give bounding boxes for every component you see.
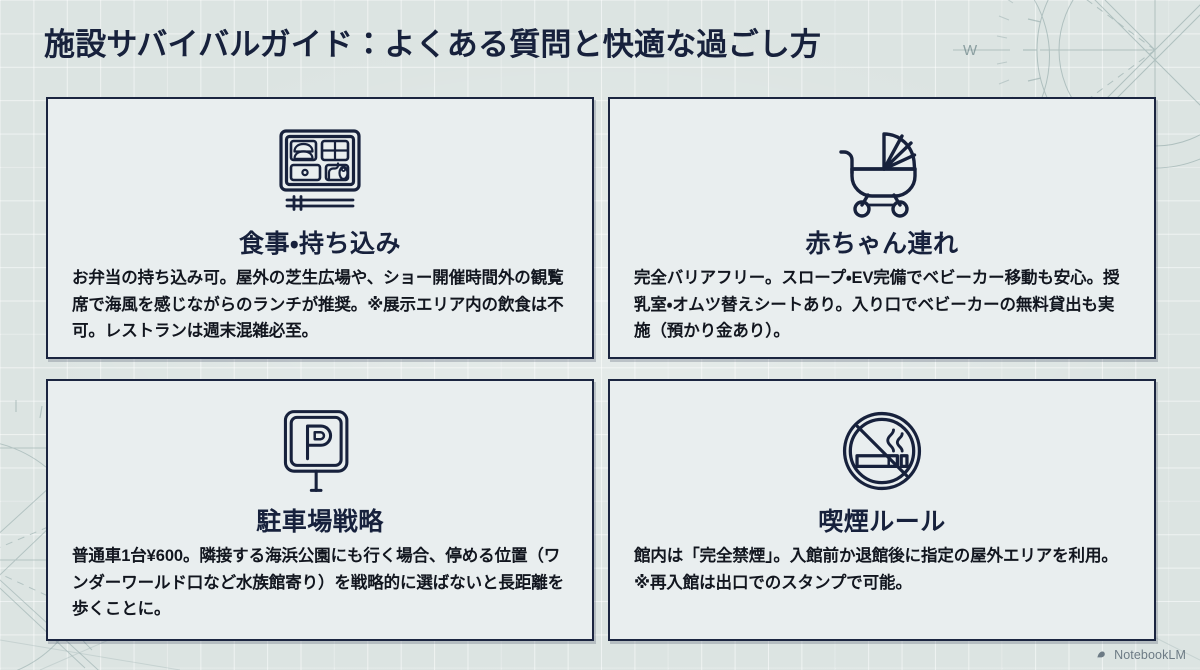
card-title: 喫煙ルール: [818, 508, 946, 536]
card-body: 普通車1台¥600。隣接する海浜公園にも行く場合、停める位置（ワンダーワールド口…: [72, 547, 565, 619]
baby-stroller-icon: [832, 119, 932, 223]
bento-box-icon: [270, 119, 370, 223]
card-title: 駐車場戦略: [256, 508, 384, 536]
watermark-label: NotebookLM: [1114, 648, 1186, 662]
no-smoking-icon: [834, 401, 930, 501]
card-body: お弁当の持ち込み可。屋外の芝生広場や、ショー開催時間外の観覧席で海風を感じながら…: [72, 269, 564, 341]
card-title: 食事・持ち込み: [238, 230, 401, 258]
svg-text:W: W: [963, 42, 978, 59]
notebooklm-watermark: NotebookLM: [1095, 648, 1186, 662]
page-title: 施設サバイバルガイド：よくある質問と快適な過ごし方: [44, 27, 822, 62]
card-smoking-rules[interactable]: 喫煙ルール 館内は「完全禁煙」。入館前か退館後に指定の屋外エリアを利用。※再入館…: [608, 379, 1156, 641]
card-with-baby[interactable]: 赤ちゃん連れ 完全バリアフリー。スロープ・EV完備でベビーカー移動も安心。授乳室…: [608, 97, 1156, 359]
card-body: 完全バリアフリー。スロープ・EV完備でベビーカー移動も安心。授乳室・オムツ替えシ…: [634, 269, 1120, 341]
notebooklm-logo-icon: [1095, 648, 1109, 662]
card-meals-bringing-food[interactable]: 食事・持ち込み お弁当の持ち込み可。屋外の芝生広場や、ショー開催時間外の観覧席で…: [46, 97, 594, 359]
card-grid: 食事・持ち込み お弁当の持ち込み可。屋外の芝生広場や、ショー開催時間外の観覧席で…: [46, 97, 1156, 641]
card-parking-strategy[interactable]: 駐車場戦略 普通車1台¥600。隣接する海浜公園にも行く場合、停める位置（ワンダ…: [46, 379, 594, 641]
card-body: 館内は「完全禁煙」。入館前か退館後に指定の屋外エリアを利用。※再入館は出口でのス…: [634, 547, 1118, 592]
card-title: 赤ちゃん連れ: [805, 230, 959, 258]
parking-sign-icon: [272, 401, 368, 501]
